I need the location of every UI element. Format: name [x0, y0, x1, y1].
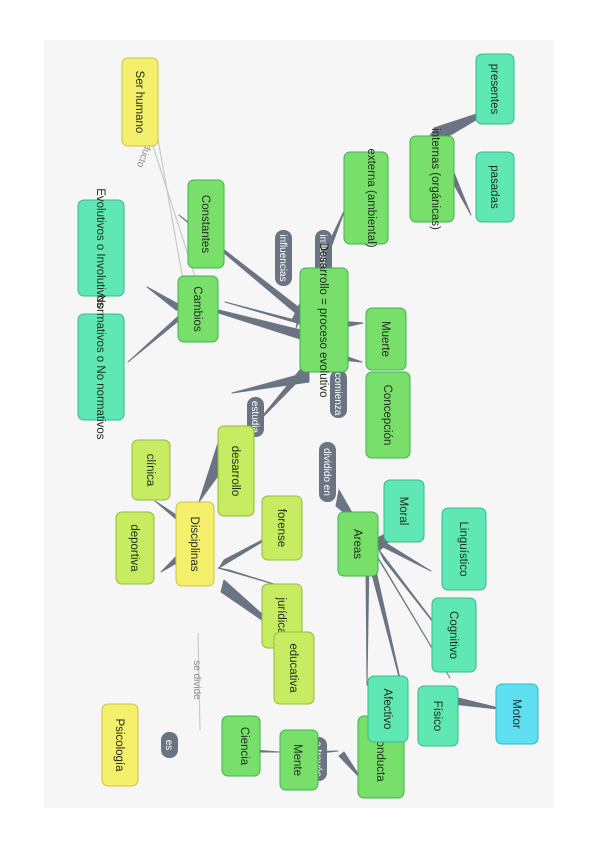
node-fisico-text: Físico — [431, 701, 443, 732]
node-presentes-text: presentes — [488, 64, 500, 115]
node-ciencia-text: Ciencia — [238, 727, 250, 766]
node-constantes-text: Constantes — [199, 195, 211, 253]
node-concepcion[interactable] — [365, 371, 411, 459]
node-cambios[interactable] — [177, 275, 219, 343]
label-estudia-1: estudia — [249, 401, 260, 434]
node-disciplinas-text: Disciplinas — [188, 517, 200, 572]
label-comienza: comienza — [332, 373, 343, 416]
node-mente[interactable] — [279, 729, 319, 791]
label-dividido-en: dividido en — [321, 448, 332, 496]
node-muerte-text: Muerte — [379, 321, 391, 357]
node-moral-text: Moral — [397, 497, 409, 526]
node-educativa[interactable] — [273, 631, 315, 705]
node-conducta-text: Conducta — [374, 732, 386, 782]
concept-map-canvas: influencias influencias finaliza comienz… — [44, 40, 554, 808]
node-evolutivos-text: Evolutivos o Involutivos — [94, 188, 106, 308]
node-forense-text: forense — [275, 509, 287, 547]
node-fisico[interactable] — [417, 685, 459, 747]
node-linguistico[interactable] — [441, 507, 487, 591]
node-disciplinas[interactable] — [175, 501, 215, 587]
node-forense[interactable] — [261, 495, 303, 561]
label-influencias-2: influencias — [317, 234, 328, 281]
node-educativa-text: educativa — [287, 643, 299, 693]
node-desarrollo-text: desarrollo — [229, 446, 241, 497]
node-externa[interactable] — [343, 151, 389, 245]
node-motor[interactable] — [495, 683, 539, 745]
node-afectivo-text: Afectivo — [381, 689, 393, 730]
node-ser-humano[interactable] — [121, 57, 159, 147]
node-constantes[interactable] — [187, 179, 225, 269]
label-influencias-1: influencias — [277, 234, 288, 281]
node-desarrollo-main-text: Desarrollo = proceso evolutivo — [317, 242, 329, 397]
label-es: es — [163, 740, 174, 751]
node-deportiva[interactable] — [115, 511, 155, 585]
node-clinica-text: clínica — [144, 454, 156, 487]
node-cognitivo-text: Cognitivo — [447, 611, 459, 659]
node-motor-text: Motor — [510, 699, 522, 729]
node-moral[interactable] — [383, 479, 425, 543]
node-psicologia[interactable] — [101, 703, 139, 787]
label-se-divide: se divide — [191, 660, 202, 700]
node-externa-text: externa (ambiental) — [365, 148, 377, 247]
node-normativos-text: Normativos o No normativos — [94, 294, 106, 439]
nodes: Ser humano Psicología Disciplinas Consta… — [77, 53, 539, 799]
node-desarrollo[interactable] — [217, 425, 255, 517]
node-pasadas[interactable] — [475, 151, 515, 223]
node-normativos[interactable] — [77, 313, 125, 421]
node-concepcion-text: Concepción — [381, 385, 393, 446]
node-deportiva-text: deportiva — [128, 524, 140, 572]
concept-map: influencias influencias finaliza comienz… — [77, 53, 539, 799]
node-clinica[interactable] — [131, 439, 171, 501]
node-linguistico-text: Linguístico — [457, 522, 469, 577]
node-internas-text: internas (orgánicas) — [429, 128, 441, 230]
node-mente-text: Mente — [291, 744, 303, 776]
node-areas[interactable] — [337, 511, 379, 577]
node-afectivo[interactable] — [367, 675, 409, 743]
node-cambios-text: Cambios — [191, 286, 203, 332]
node-areas-text: Areas — [351, 529, 363, 559]
node-pasadas-text: pasadas — [488, 165, 500, 209]
node-internas[interactable] — [409, 135, 455, 223]
node-cognitivo[interactable] — [431, 597, 477, 673]
node-psicologia-text: Psicología — [113, 718, 125, 772]
node-muerte[interactable] — [365, 307, 407, 371]
node-ser-humano-text: Ser humano — [133, 71, 145, 134]
node-desarrollo-main[interactable] — [299, 267, 349, 373]
node-ciencia[interactable] — [221, 715, 261, 777]
node-juridica-text: jurídica — [275, 596, 287, 635]
node-presentes[interactable] — [475, 53, 515, 125]
node-evolutivos[interactable] — [77, 199, 125, 297]
